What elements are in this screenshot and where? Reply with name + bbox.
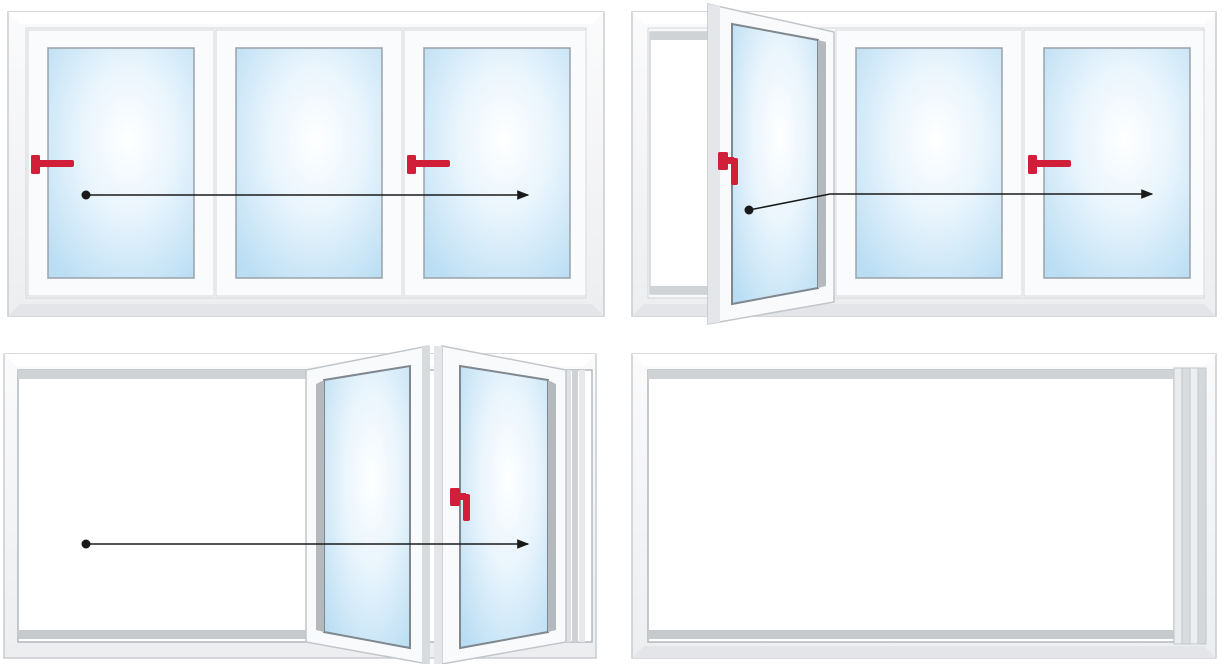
sash-folding-left xyxy=(305,345,430,664)
stacked-sashes xyxy=(1173,367,1207,645)
glass-pane xyxy=(731,22,819,306)
glass-pane xyxy=(235,47,383,279)
panel-fully-open xyxy=(631,353,1217,659)
handle-icon xyxy=(31,155,74,174)
sash-middle xyxy=(835,29,1023,297)
handle-icon xyxy=(450,488,470,521)
glass-pane xyxy=(855,47,1003,279)
sash-right xyxy=(403,29,587,297)
slide-direction-arrow xyxy=(744,189,1154,215)
glass-pane xyxy=(323,364,411,650)
sash-opened xyxy=(707,3,835,325)
outer-frame xyxy=(631,353,1217,659)
sash-right xyxy=(1023,29,1205,297)
slide-direction-arrow xyxy=(81,539,530,549)
sash-middle xyxy=(215,29,403,297)
frame-jamb-right xyxy=(565,370,585,642)
sash-folding-right xyxy=(434,345,567,664)
empty-opening xyxy=(649,31,711,295)
panel-two-sashes-folding xyxy=(3,345,597,664)
glass-pane xyxy=(459,364,549,650)
panel-closed xyxy=(7,11,605,317)
panel-first-sash-open xyxy=(631,3,1217,325)
handle-icon xyxy=(718,152,738,185)
slide-direction-arrow xyxy=(81,190,530,200)
handle-icon xyxy=(1028,155,1071,174)
handle-icon xyxy=(407,155,450,174)
